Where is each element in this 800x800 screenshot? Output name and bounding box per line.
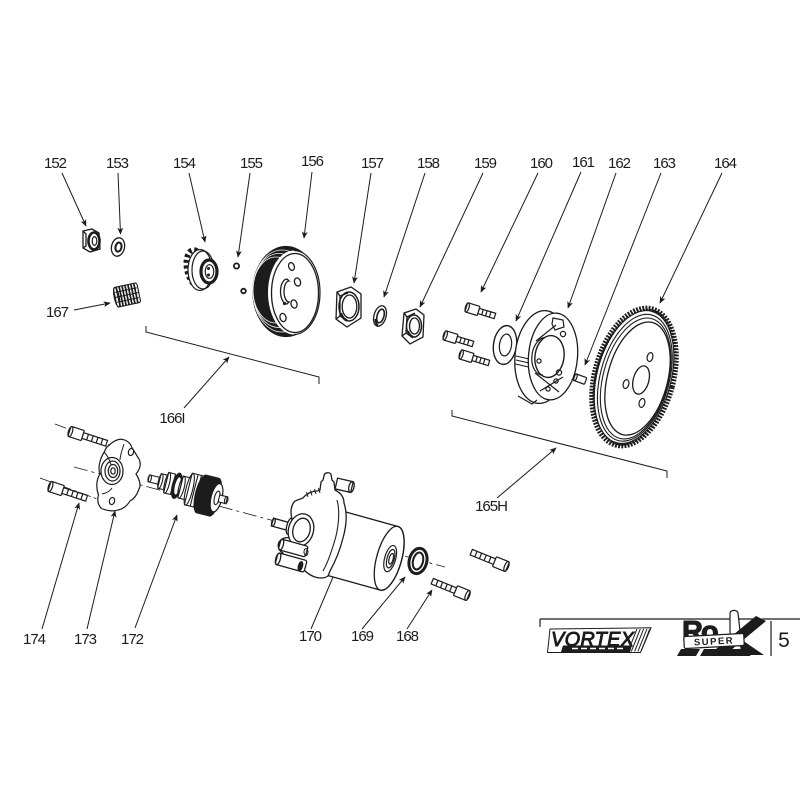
- svg-text:152: 152: [44, 155, 67, 172]
- svg-text:173: 173: [74, 631, 97, 648]
- svg-text:172: 172: [121, 631, 144, 648]
- svg-text:161: 161: [572, 154, 595, 171]
- svg-text:5: 5: [778, 629, 790, 652]
- svg-text:153: 153: [106, 155, 129, 172]
- svg-text:159: 159: [474, 155, 497, 172]
- svg-text:157: 157: [361, 155, 384, 172]
- svg-text:164: 164: [714, 155, 737, 172]
- svg-text:167: 167: [46, 304, 69, 321]
- svg-text:VORTEX: VORTEX: [551, 629, 635, 651]
- svg-text:169: 169: [351, 628, 374, 645]
- svg-text:165H: 165H: [475, 498, 507, 515]
- svg-text:174: 174: [23, 631, 46, 648]
- svg-text:162: 162: [608, 155, 631, 172]
- svg-text:170: 170: [299, 628, 322, 645]
- svg-text:154: 154: [173, 155, 196, 172]
- svg-text:158: 158: [417, 155, 440, 172]
- svg-text:160: 160: [530, 155, 553, 172]
- svg-text:155: 155: [240, 155, 263, 172]
- svg-text:168: 168: [396, 628, 419, 645]
- svg-text:SUPER: SUPER: [694, 635, 735, 648]
- svg-text:156: 156: [301, 153, 324, 170]
- svg-text:166I: 166I: [159, 410, 184, 427]
- svg-text:163: 163: [653, 155, 676, 172]
